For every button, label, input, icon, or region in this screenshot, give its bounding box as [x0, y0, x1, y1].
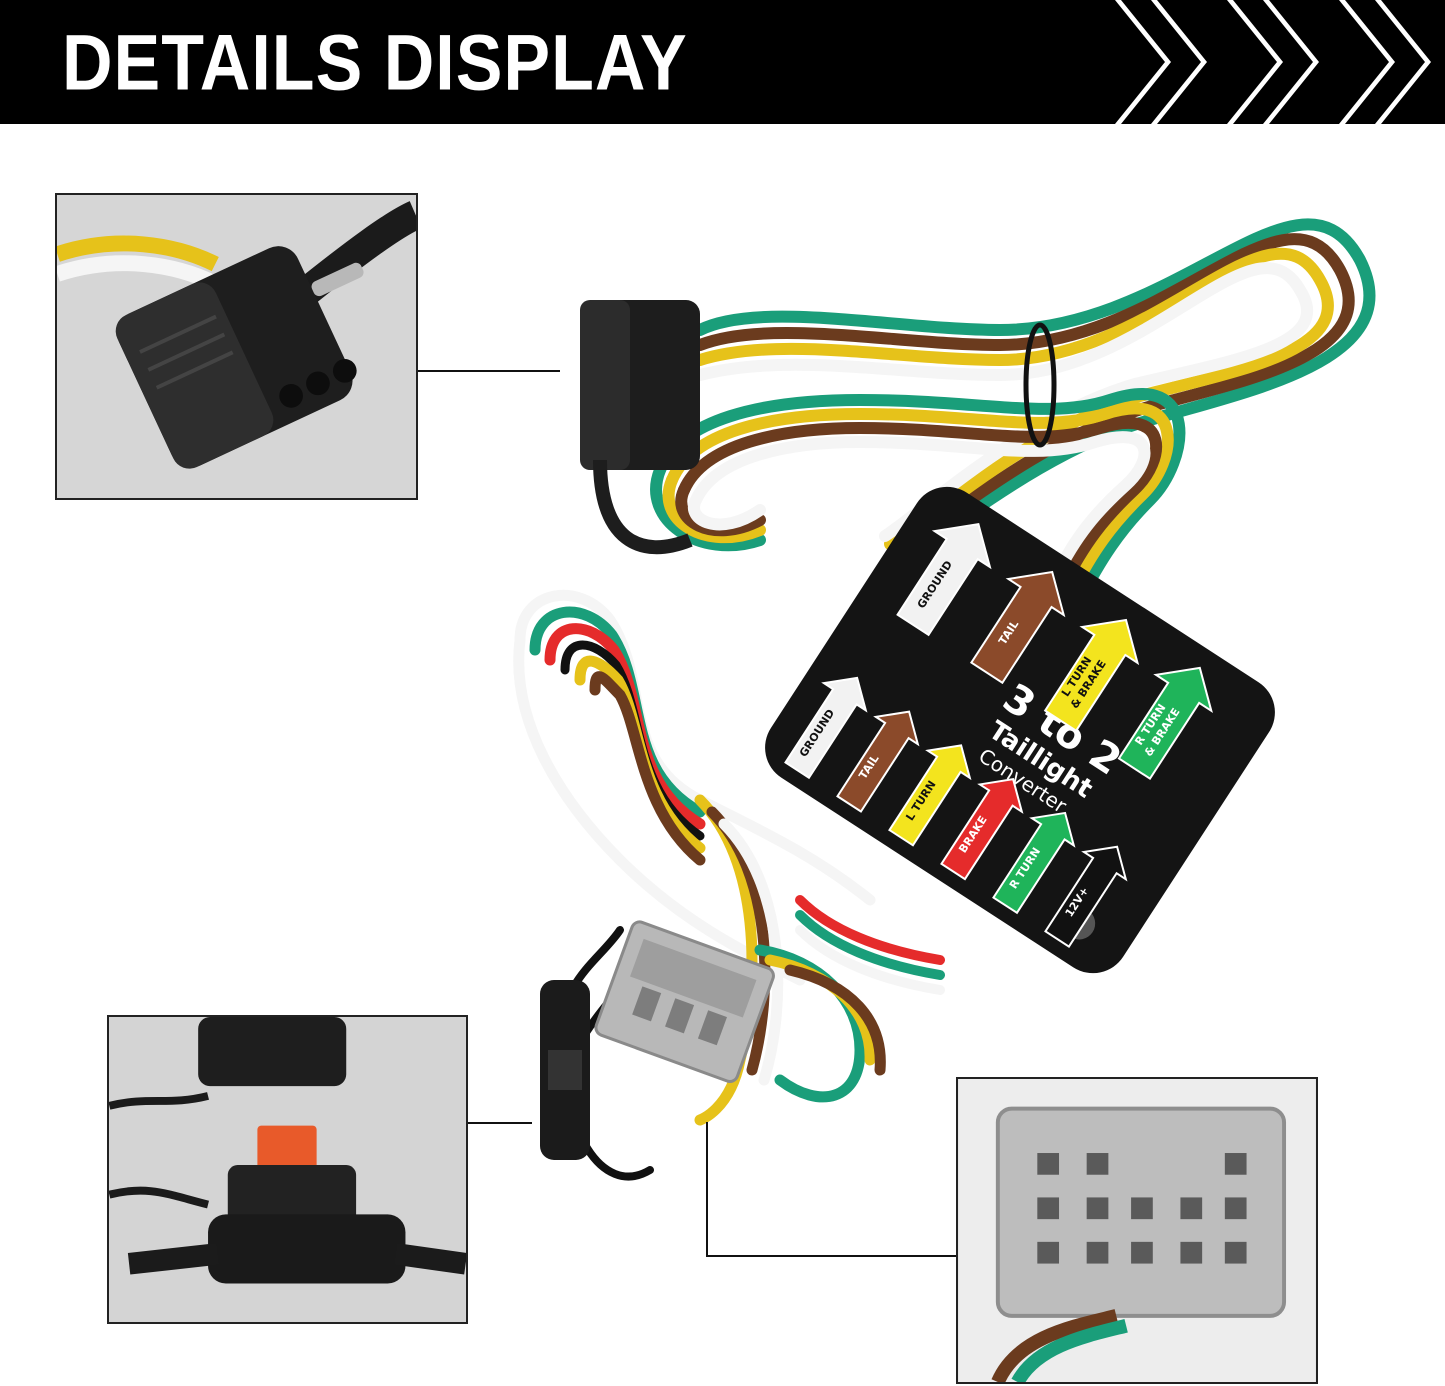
inset-vehicle-plug	[956, 1077, 1318, 1384]
inset-fuse-holder	[107, 1015, 468, 1324]
header-banner: DETAILS DISPLAY	[0, 0, 1445, 124]
chevron-group	[1115, 0, 1431, 124]
callout-line-plug-h	[706, 1255, 956, 1257]
inset-flat-connector	[55, 193, 418, 500]
input-arrow-2: L TURN	[888, 744, 972, 847]
callout-line-top	[418, 370, 560, 372]
output-arrow-1: TAIL	[969, 570, 1066, 685]
flat-4pin-connector	[580, 300, 700, 555]
vehicle-plug	[594, 920, 775, 1083]
callout-line-plug-v	[706, 1122, 708, 1257]
chevron-right-icon	[1339, 0, 1431, 124]
chevron-right-icon	[1115, 0, 1207, 124]
output-arrow-0: GROUND	[896, 523, 992, 637]
fuse-holder	[540, 980, 590, 1160]
output-arrow-3: R TURN& BRAKE	[1117, 666, 1213, 781]
page-title: DETAILS DISPLAY	[62, 19, 688, 107]
output-arrow-2: L TURN& BRAKE	[1043, 618, 1140, 733]
upper-wire-bundle	[650, 218, 1376, 606]
chevron-right-icon	[1227, 0, 1319, 124]
callout-line-fuse	[468, 1122, 532, 1124]
